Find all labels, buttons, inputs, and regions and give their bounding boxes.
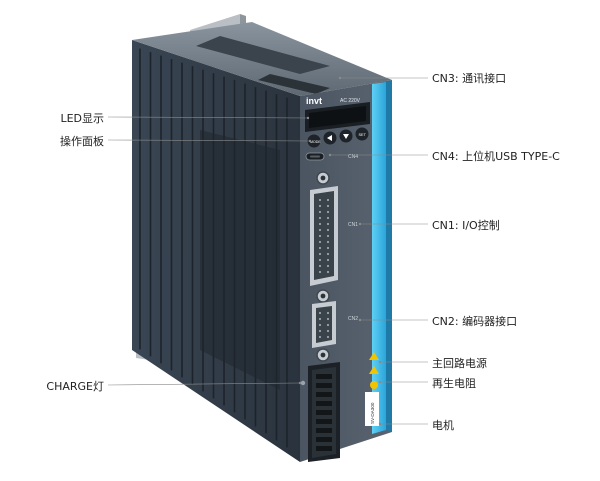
cn2-pin bbox=[326, 335, 330, 339]
charge-lamp bbox=[300, 380, 306, 386]
cn1-pin bbox=[318, 240, 322, 244]
cn2-pin bbox=[318, 323, 322, 327]
leader-panel bbox=[107, 139, 311, 142]
leader-charge bbox=[107, 382, 301, 386]
cn1-pin bbox=[318, 270, 322, 274]
cn1-pin bbox=[318, 216, 322, 220]
callout-cn1: CN1: I/O控制 bbox=[432, 219, 500, 232]
cn1-pin bbox=[326, 240, 330, 244]
terminal-slot bbox=[316, 374, 332, 379]
svg-text:SET: SET bbox=[359, 133, 367, 137]
cn1-pin bbox=[318, 252, 322, 256]
cn2-pin bbox=[326, 323, 330, 327]
cn1-pin bbox=[326, 198, 330, 202]
brand-logo: invt bbox=[306, 96, 322, 106]
warning-circle-icon bbox=[370, 381, 378, 389]
cn2-pin bbox=[326, 311, 330, 315]
set-key[interactable] bbox=[355, 127, 369, 141]
terminal-slot bbox=[316, 428, 332, 433]
callout-dots bbox=[298, 76, 382, 426]
cn2-pin bbox=[318, 329, 322, 333]
cn1-pin bbox=[326, 222, 330, 226]
voltage-nameplate: AC 220V bbox=[340, 98, 361, 104]
callout-panel: 操作面板 bbox=[60, 135, 104, 148]
arrow-left-icon bbox=[327, 135, 332, 141]
leader-led bbox=[107, 116, 309, 119]
callout-cn3: CN3: 通讯接口 bbox=[432, 72, 507, 85]
callout-main-power: 主回路电源 bbox=[432, 357, 487, 370]
power-terminal-block bbox=[308, 362, 340, 462]
cn4-usb-c-port bbox=[305, 152, 325, 161]
callout-lines bbox=[107, 77, 428, 425]
led-display bbox=[305, 102, 370, 132]
cn1-pin bbox=[318, 258, 322, 262]
cn1-pin bbox=[318, 264, 322, 268]
cn1-pin bbox=[318, 204, 322, 208]
warning-triangle-icon bbox=[369, 366, 379, 374]
arrow-down-icon bbox=[343, 134, 349, 139]
callout-led: LED显示 bbox=[60, 112, 104, 125]
cn1-pin bbox=[318, 222, 322, 226]
cn1-pin bbox=[318, 246, 322, 250]
svg-text:SV-DA300: SV-DA300 bbox=[370, 402, 375, 424]
cn1-pin bbox=[318, 234, 322, 238]
cn1-pin bbox=[326, 246, 330, 250]
cn2-pin bbox=[318, 335, 322, 339]
cn1-pin bbox=[326, 252, 330, 256]
terminal-slot bbox=[316, 401, 332, 406]
cn2-pins bbox=[318, 311, 330, 339]
terminal-slot bbox=[316, 419, 332, 424]
cn1-pin bbox=[318, 210, 322, 214]
cn1-pin bbox=[326, 228, 330, 232]
cn1-mark: CN1 bbox=[348, 222, 358, 228]
callout-regen: 再生电阻 bbox=[432, 377, 476, 390]
terminal-slots bbox=[316, 374, 332, 451]
cn1-pin bbox=[326, 264, 330, 268]
cn1-pin bbox=[326, 204, 330, 208]
cn1-pin bbox=[326, 216, 330, 220]
cn2-pin bbox=[318, 311, 322, 315]
callout-motor: 电机 bbox=[432, 419, 454, 432]
cn2-pin bbox=[326, 329, 330, 333]
terminal-slot bbox=[316, 383, 332, 388]
warning-triangle-icon bbox=[369, 352, 379, 360]
cn1-pin bbox=[326, 210, 330, 214]
cn4-mark: CN4 bbox=[348, 154, 358, 160]
warning-icons bbox=[369, 352, 379, 389]
cn1-pin bbox=[326, 270, 330, 274]
cn1-pin bbox=[326, 234, 330, 238]
terminal-slot bbox=[316, 410, 332, 415]
heatsink-side bbox=[132, 40, 300, 462]
callout-cn4: CN4: 上位机USB TYPE-C bbox=[432, 150, 560, 163]
operation-panel: MODE SET bbox=[307, 127, 369, 148]
cn2-pin bbox=[326, 317, 330, 321]
cn1-pin bbox=[318, 228, 322, 232]
cn2-pin bbox=[318, 317, 322, 321]
terminal-slot bbox=[316, 392, 332, 397]
cn1-io-connector bbox=[310, 171, 338, 303]
cn1-pin bbox=[318, 198, 322, 202]
cn1-pin bbox=[326, 258, 330, 262]
terminal-slot bbox=[316, 437, 332, 442]
terminal-slot bbox=[316, 446, 332, 451]
svg-text:MODE: MODE bbox=[310, 140, 321, 144]
mode-key[interactable] bbox=[307, 134, 321, 148]
cn1-pins bbox=[318, 198, 330, 274]
accent-strip bbox=[372, 82, 386, 434]
cn2-encoder-connector bbox=[312, 301, 336, 362]
callout-cn2: CN2: 编码器接口 bbox=[432, 315, 518, 328]
serial-label: SV-DA300 bbox=[365, 392, 379, 426]
cn2-mark: CN2 bbox=[348, 316, 358, 322]
callout-charge: CHARGE灯 bbox=[46, 380, 104, 393]
